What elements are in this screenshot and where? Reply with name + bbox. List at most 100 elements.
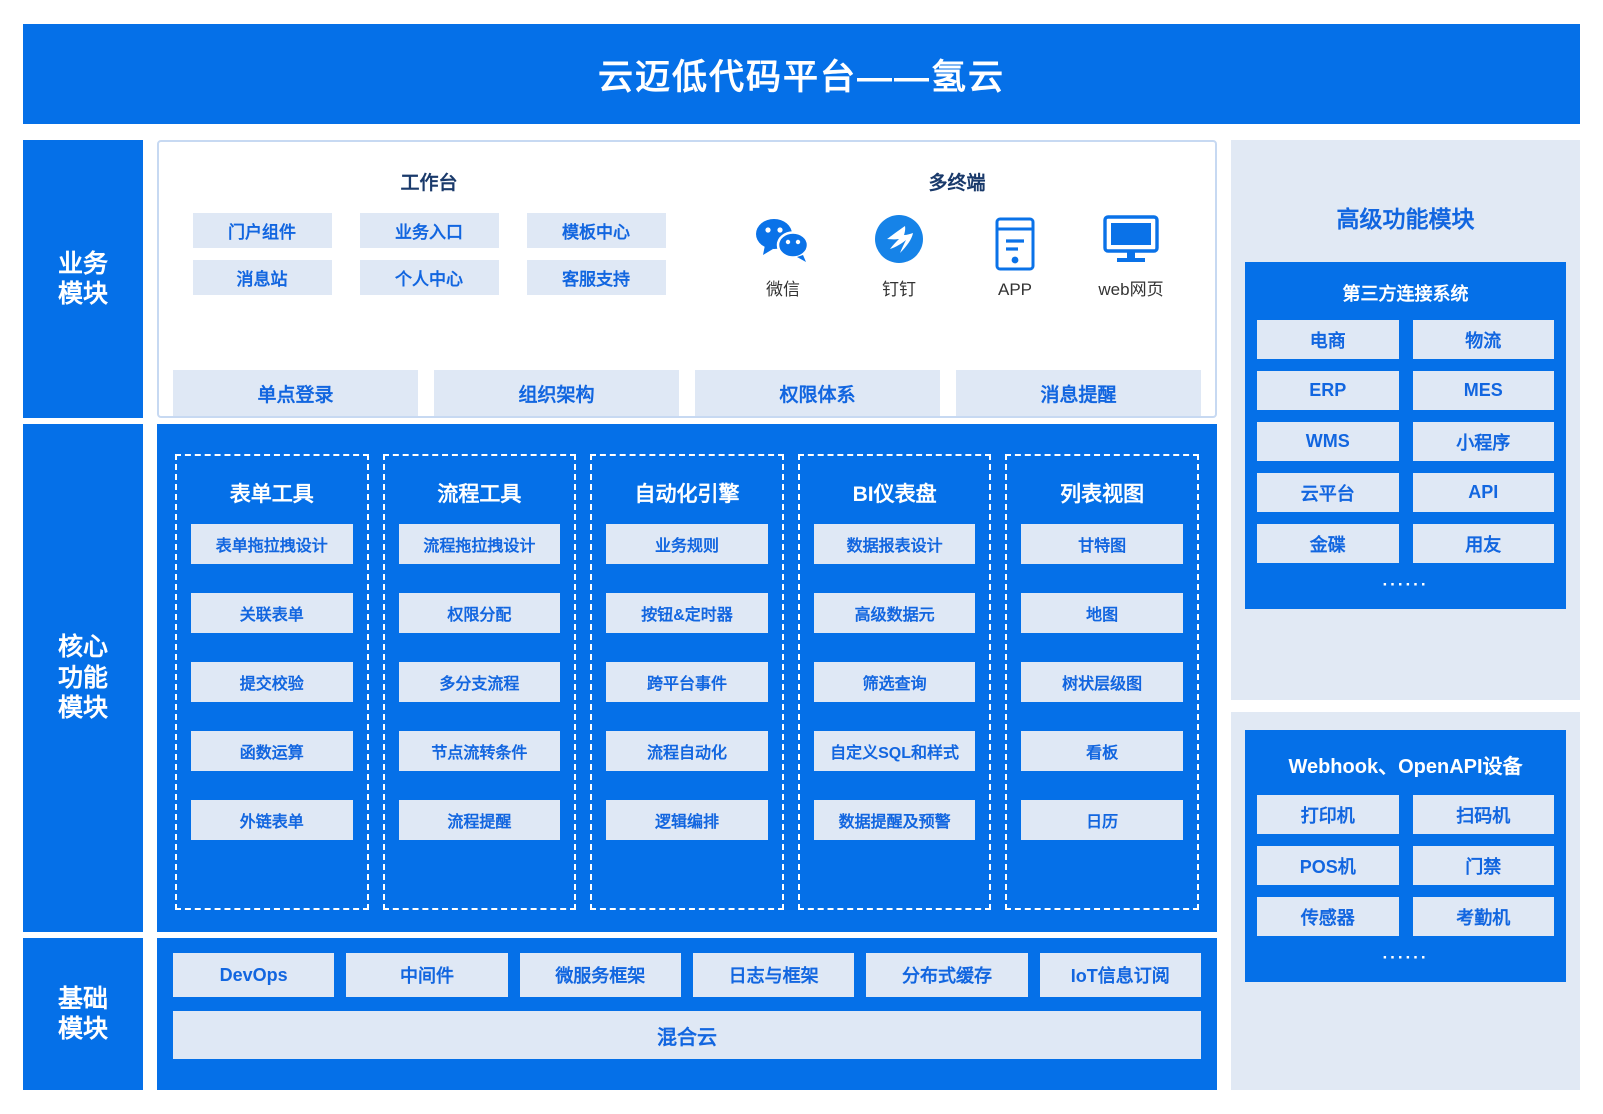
page-header: 云迈低代码平台——氢云	[23, 24, 1580, 124]
foundation-chip[interactable]: 分布式缓存	[866, 953, 1028, 997]
rail-core-line2: 功能	[57, 663, 108, 692]
core-column: 列表视图甘特图地图树状层级图看板日历	[1005, 454, 1199, 910]
third-party-chip[interactable]: ERP	[1257, 371, 1399, 410]
rail-core-line1: 核心	[57, 633, 108, 662]
core-column: 自动化引擎业务规则按钮&定时器跨平台事件流程自动化逻辑编排	[590, 454, 784, 910]
core-module-panel: 表单工具表单拖拉拽设计关联表单提交校验函数运算外链表单流程工具流程拖拉拽设计权限…	[157, 424, 1217, 932]
core-item[interactable]: 筛选查询	[813, 662, 976, 702]
core-item[interactable]: 流程自动化	[606, 731, 768, 771]
api-device-chip[interactable]: POS机	[1257, 846, 1399, 885]
terminals-row: 微信 钉钉	[699, 209, 1215, 300]
workbench-chip[interactable]: 门户组件	[192, 213, 332, 248]
core-item[interactable]: 函数运算	[191, 731, 353, 771]
page-title: 云迈低代码平台——氢云	[597, 57, 1005, 97]
foundation-chip[interactable]: IoT信息订阅	[1039, 953, 1201, 997]
rail-business-line2: 模块	[57, 280, 108, 308]
terminal-label: 微信	[766, 280, 800, 299]
rail-business-module: 业务 模块	[23, 140, 143, 418]
core-item[interactable]: 日历	[1021, 800, 1183, 840]
core-item[interactable]: 自定义SQL和样式	[813, 731, 976, 771]
api-devices-more: ······	[1382, 948, 1429, 967]
core-item[interactable]: 甘特图	[1021, 524, 1183, 564]
core-item[interactable]: 流程提醒	[398, 800, 561, 840]
core-item[interactable]: 跨平台事件	[606, 662, 768, 702]
core-item[interactable]: 数据提醒及预警	[813, 800, 976, 840]
hybrid-cloud-bar: 混合云	[173, 1011, 1201, 1059]
third-party-chip[interactable]: 电商	[1257, 320, 1399, 359]
rail-base-line2: 模块	[57, 1015, 108, 1043]
api-device-chip[interactable]: 门禁	[1412, 846, 1554, 885]
api-device-chip[interactable]: 传感器	[1257, 897, 1399, 936]
third-party-chip[interactable]: 用友	[1412, 524, 1554, 563]
terminal-wechat[interactable]: 微信	[735, 209, 831, 300]
core-item[interactable]: 流程拖拉拽设计	[398, 524, 561, 564]
core-item[interactable]: 节点流转条件	[398, 731, 561, 771]
third-party-chip-grid: 电商物流 ERP MES WMS 小程序云平台 API 金碟用友	[1257, 320, 1554, 563]
core-column: BI仪表盘数据报表设计高级数据元筛选查询自定义SQL和样式数据提醒及预警	[797, 454, 992, 910]
core-column-title: 表单工具	[229, 483, 314, 506]
third-party-chip[interactable]: MES	[1412, 371, 1554, 410]
app-device-icon	[967, 214, 1063, 274]
workbench-chip[interactable]: 消息站	[192, 260, 332, 295]
core-item[interactable]: 权限分配	[398, 593, 561, 633]
core-item[interactable]: 地图	[1021, 593, 1183, 633]
api-device-chip[interactable]: 考勤机	[1412, 897, 1554, 936]
core-item[interactable]: 看板	[1021, 731, 1183, 771]
api-devices-section: Webhook、OpenAPI设备 打印机扫码机 POS机门禁传感器考勤机 ···…	[1245, 730, 1566, 982]
business-bottom-chips: 单点登录组织架构权限体系消息提醒	[159, 370, 1215, 416]
workbench-chip[interactable]: 客服支持	[526, 260, 666, 295]
core-item[interactable]: 树状层级图	[1021, 662, 1183, 702]
rail-core-line3: 模块	[57, 694, 108, 723]
terminal-label: APP	[997, 280, 1033, 299]
business-wide-chip[interactable]: 权限体系	[695, 370, 940, 416]
terminals-section: 多终端	[699, 142, 1215, 366]
third-party-chip[interactable]: API	[1412, 473, 1554, 512]
business-wide-chip[interactable]: 组织架构	[434, 370, 679, 416]
business-module-panel: 工作台 门户组件业务入口模板中心消息站个人中心客服支持 多终端	[157, 140, 1217, 418]
core-column-title: 流程工具	[437, 483, 522, 506]
core-columns: 表单工具表单拖拉拽设计关联表单提交校验函数运算外链表单流程工具流程拖拉拽设计权限…	[157, 424, 1217, 932]
rail-base-line1: 基础	[57, 984, 108, 1013]
core-item[interactable]: 多分支流程	[398, 662, 561, 702]
core-item[interactable]: 表单拖拉拽设计	[191, 524, 353, 564]
terminal-app[interactable]: APP	[967, 214, 1063, 300]
third-party-chip[interactable]: 物流	[1412, 320, 1554, 359]
core-item[interactable]: 按钮&定时器	[606, 593, 768, 633]
api-devices-panel: Webhook、OpenAPI设备 打印机扫码机 POS机门禁传感器考勤机 ···…	[1231, 712, 1580, 1090]
api-device-chip[interactable]: 打印机	[1257, 795, 1399, 834]
api-devices-title: Webhook、OpenAPI设备	[1288, 756, 1523, 778]
core-item[interactable]: 提交校验	[191, 662, 353, 702]
advanced-title: 高级功能模块	[1336, 206, 1475, 232]
core-column: 流程工具流程拖拉拽设计权限分配多分支流程节点流转条件流程提醒	[382, 454, 577, 910]
core-item[interactable]: 外链表单	[191, 800, 353, 840]
core-item[interactable]: 逻辑编排	[606, 800, 768, 840]
core-item[interactable]: 数据报表设计	[813, 524, 976, 564]
core-column-title: 列表视图	[1060, 483, 1145, 506]
foundation-chip[interactable]: 中间件	[346, 953, 508, 997]
foundation-chip[interactable]: 微服务框架	[519, 953, 681, 997]
terminal-web[interactable]: web网页	[1083, 209, 1179, 300]
rail-business-line1: 业务	[57, 249, 108, 278]
third-party-chip[interactable]: 云平台	[1257, 473, 1399, 512]
api-device-chip[interactable]: 扫码机	[1412, 795, 1554, 834]
rail-foundation-module: 基础 模块	[23, 938, 143, 1090]
monitor-icon	[1083, 209, 1179, 269]
workbench-title: 工作台	[400, 173, 458, 194]
foundation-chip[interactable]: 日志与框架	[692, 953, 855, 997]
third-party-chip[interactable]: WMS	[1257, 422, 1399, 461]
third-party-chip[interactable]: 金碟	[1257, 524, 1399, 563]
foundation-chip[interactable]: DevOps	[173, 953, 335, 997]
business-wide-chip[interactable]: 消息提醒	[956, 370, 1201, 416]
third-party-chip[interactable]: 小程序	[1412, 422, 1554, 461]
core-item[interactable]: 关联表单	[191, 593, 353, 633]
workbench-chip[interactable]: 模板中心	[526, 213, 666, 248]
business-wide-chip[interactable]: 单点登录	[173, 370, 418, 416]
core-column-title: 自动化引擎	[634, 483, 740, 506]
workbench-chip[interactable]: 个人中心	[359, 260, 499, 295]
core-item[interactable]: 业务规则	[606, 524, 768, 564]
workbench-chip[interactable]: 业务入口	[359, 213, 499, 248]
terminal-dingtalk[interactable]: 钉钉	[851, 209, 947, 300]
core-item[interactable]: 高级数据元	[813, 593, 976, 633]
